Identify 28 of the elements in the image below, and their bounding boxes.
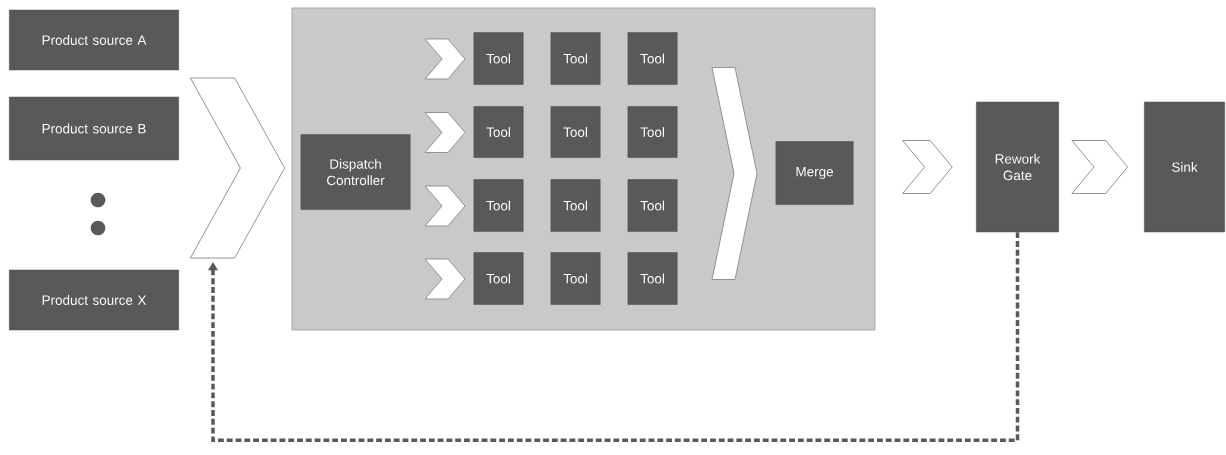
process-box: Tool	[473, 179, 524, 232]
process-box: Merge	[775, 141, 854, 205]
process-box: Product source B	[9, 96, 179, 161]
chevron-arrow	[424, 112, 466, 153]
chevron-arrow	[424, 185, 466, 227]
process-box: Product source A	[9, 9, 179, 71]
process-box: Tool	[550, 252, 601, 305]
process-box: Rework Gate	[976, 101, 1059, 233]
chevron-arrow	[1071, 140, 1129, 194]
process-box: Tool	[627, 252, 678, 305]
chevron-arrow	[902, 140, 953, 194]
chevron-arrow	[711, 67, 758, 280]
process-box: Tool	[473, 32, 524, 85]
process-box: Tool	[550, 106, 601, 158]
chevron-arrow	[189, 77, 286, 259]
chevron-arrow	[424, 258, 466, 300]
chevron-arrow	[424, 38, 466, 80]
process-box: Tool	[550, 32, 601, 85]
process-box: Tool	[627, 32, 678, 85]
process-box: Tool	[550, 179, 601, 232]
process-box: Product source X	[9, 269, 179, 331]
process-box: Tool	[627, 179, 678, 232]
process-box: Dispatch Controller	[300, 134, 411, 210]
process-box: Sink	[1144, 101, 1225, 233]
process-box: Tool	[473, 106, 524, 158]
feedback-arrow	[208, 232, 1020, 442]
process-box: Tool	[473, 252, 524, 305]
process-box: Tool	[627, 106, 678, 158]
